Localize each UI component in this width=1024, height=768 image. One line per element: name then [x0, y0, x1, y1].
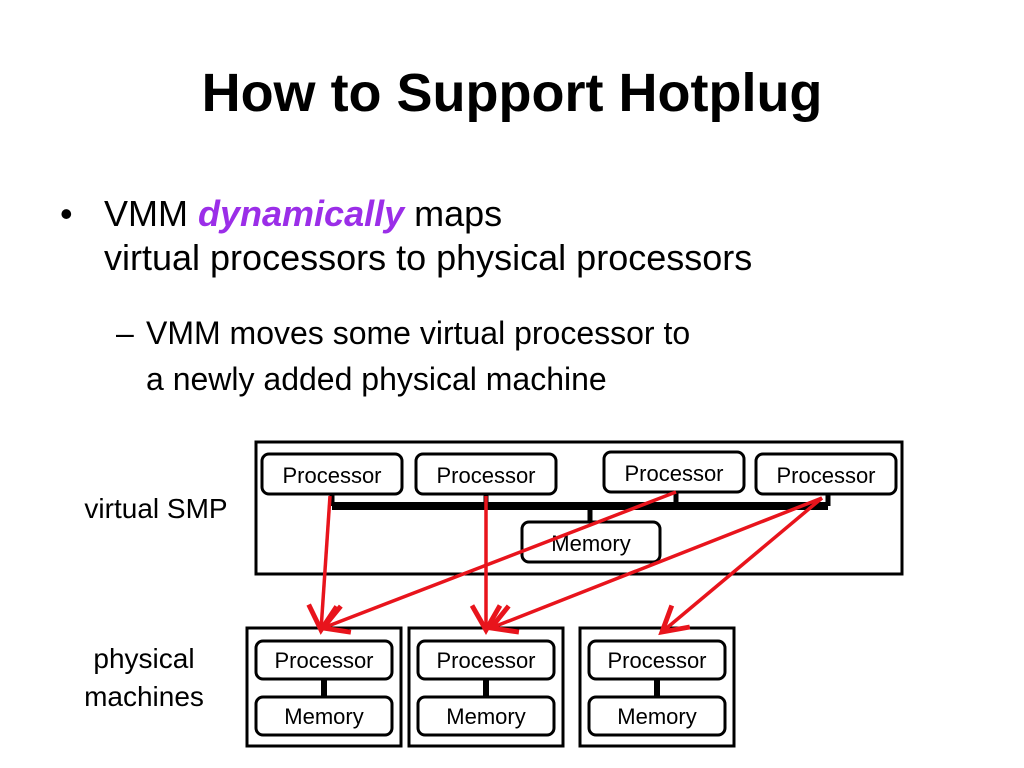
sub-bullet-marker: –: [116, 315, 134, 351]
bullet-prefix: VMM: [104, 193, 188, 234]
physical-processor-2-label: Processor: [436, 648, 535, 673]
arrow-vp4-to-pm3: [658, 496, 824, 636]
sub-bullet-line2: a newly added physical machine: [146, 361, 607, 397]
virtual-processor-4: Processor: [754, 452, 898, 496]
virtual-smp-label: virtual SMP: [84, 493, 228, 524]
arrow-vp4-to-pm2: [486, 496, 823, 635]
virtual-processor-4-label: Processor: [776, 463, 875, 488]
physical-processor-3-label: Processor: [607, 648, 706, 673]
sub-bullet-text: VMM moves some virtual processor to a ne…: [146, 310, 690, 402]
physical-memory-3-label: Memory: [617, 704, 696, 729]
virtual-processor-2: Processor: [414, 452, 558, 496]
sub-bullet: – VMM moves some virtual processor to a …: [116, 310, 690, 402]
virtual-processor-3: Processor: [602, 450, 746, 494]
virtual-processor-1-label: Processor: [282, 463, 381, 488]
physical-label-line2: machines: [84, 681, 204, 712]
physical-memory-2: [416, 695, 556, 737]
physical-machine-1: Processor Memory: [245, 626, 403, 748]
physical-machines-label: physical machines: [60, 640, 228, 716]
physical-label-line1: physical: [93, 643, 195, 674]
physical-memory-3: [587, 695, 727, 737]
sub-bullet-line1: VMM moves some virtual processor to: [146, 315, 691, 351]
physical-processor-1-label: Processor: [274, 648, 373, 673]
mapping-arrows: [306, 490, 824, 636]
virtual-memory: Memory: [520, 520, 662, 564]
bullet-emphasis: dynamically: [198, 193, 405, 234]
bullet-suffix: maps: [414, 193, 503, 234]
slide-title: How to Support Hotplug: [201, 63, 823, 123]
arrow-vp3-to-pm1: [318, 490, 677, 635]
bullet-marker: •: [60, 193, 73, 234]
bullet-text: VMM dynamically maps virtual processors …: [104, 192, 752, 280]
virtual-processor-2-label: Processor: [436, 463, 535, 488]
main-bullet: • VMM dynamically maps virtual processor…: [60, 192, 752, 280]
physical-memory-1-label: Memory: [284, 704, 363, 729]
virtual-processor-3-label: Processor: [624, 461, 723, 486]
physical-memory-2-label: Memory: [446, 704, 525, 729]
physical-machine-3: Processor Memory: [578, 626, 736, 748]
bullet-line2: virtual processors to physical processor…: [104, 237, 753, 278]
physical-machine-2: Processor Memory: [407, 626, 565, 748]
virtual-processor-1: Processor: [260, 452, 404, 496]
physical-memory-1: [254, 695, 394, 737]
